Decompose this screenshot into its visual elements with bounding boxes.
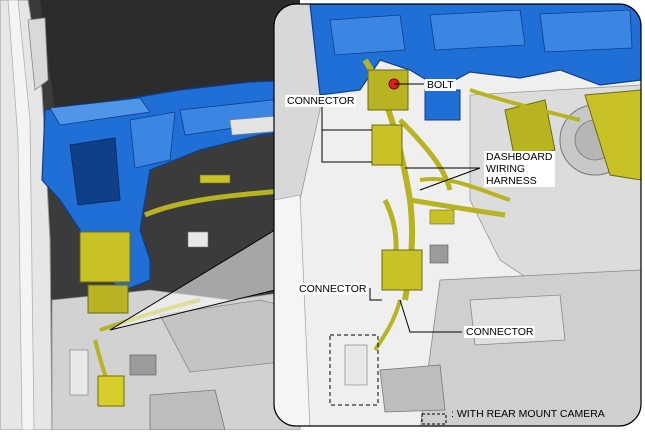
harness-line-2: WIRING: [486, 163, 526, 175]
zoom-bolt-bracket: [367, 69, 409, 111]
overview-illustration: [0, 0, 301, 431]
overview-connector-lower: [97, 375, 125, 407]
harness-line-1: DASHBOARD: [486, 151, 553, 163]
rear-camera-region: [329, 334, 379, 406]
label-connector-mid: CONNECTOR: [297, 283, 369, 295]
label-connector-top: CONNECTOR: [285, 95, 357, 107]
zoom-connector-middle: [381, 249, 423, 291]
label-connector-bottom: CONNECTOR: [464, 326, 536, 338]
overview-connector-cluster: [79, 231, 131, 283]
label-dashboard-wiring-harness: DASHBOARD WIRING HARNESS: [484, 151, 555, 187]
harness-line-3: HARNESS: [486, 175, 537, 187]
legend-rear-camera: : WITH REAR MOUNT CAMERA: [451, 408, 605, 420]
zoom-callout-lines: [109, 229, 276, 331]
zoom-frame: [273, 3, 642, 427]
zoom-connector-upper: [371, 124, 403, 166]
zoom-detail-illustration: [274, 4, 641, 426]
leader-lines: [321, 83, 481, 425]
label-bolt: BOLT: [425, 79, 456, 91]
